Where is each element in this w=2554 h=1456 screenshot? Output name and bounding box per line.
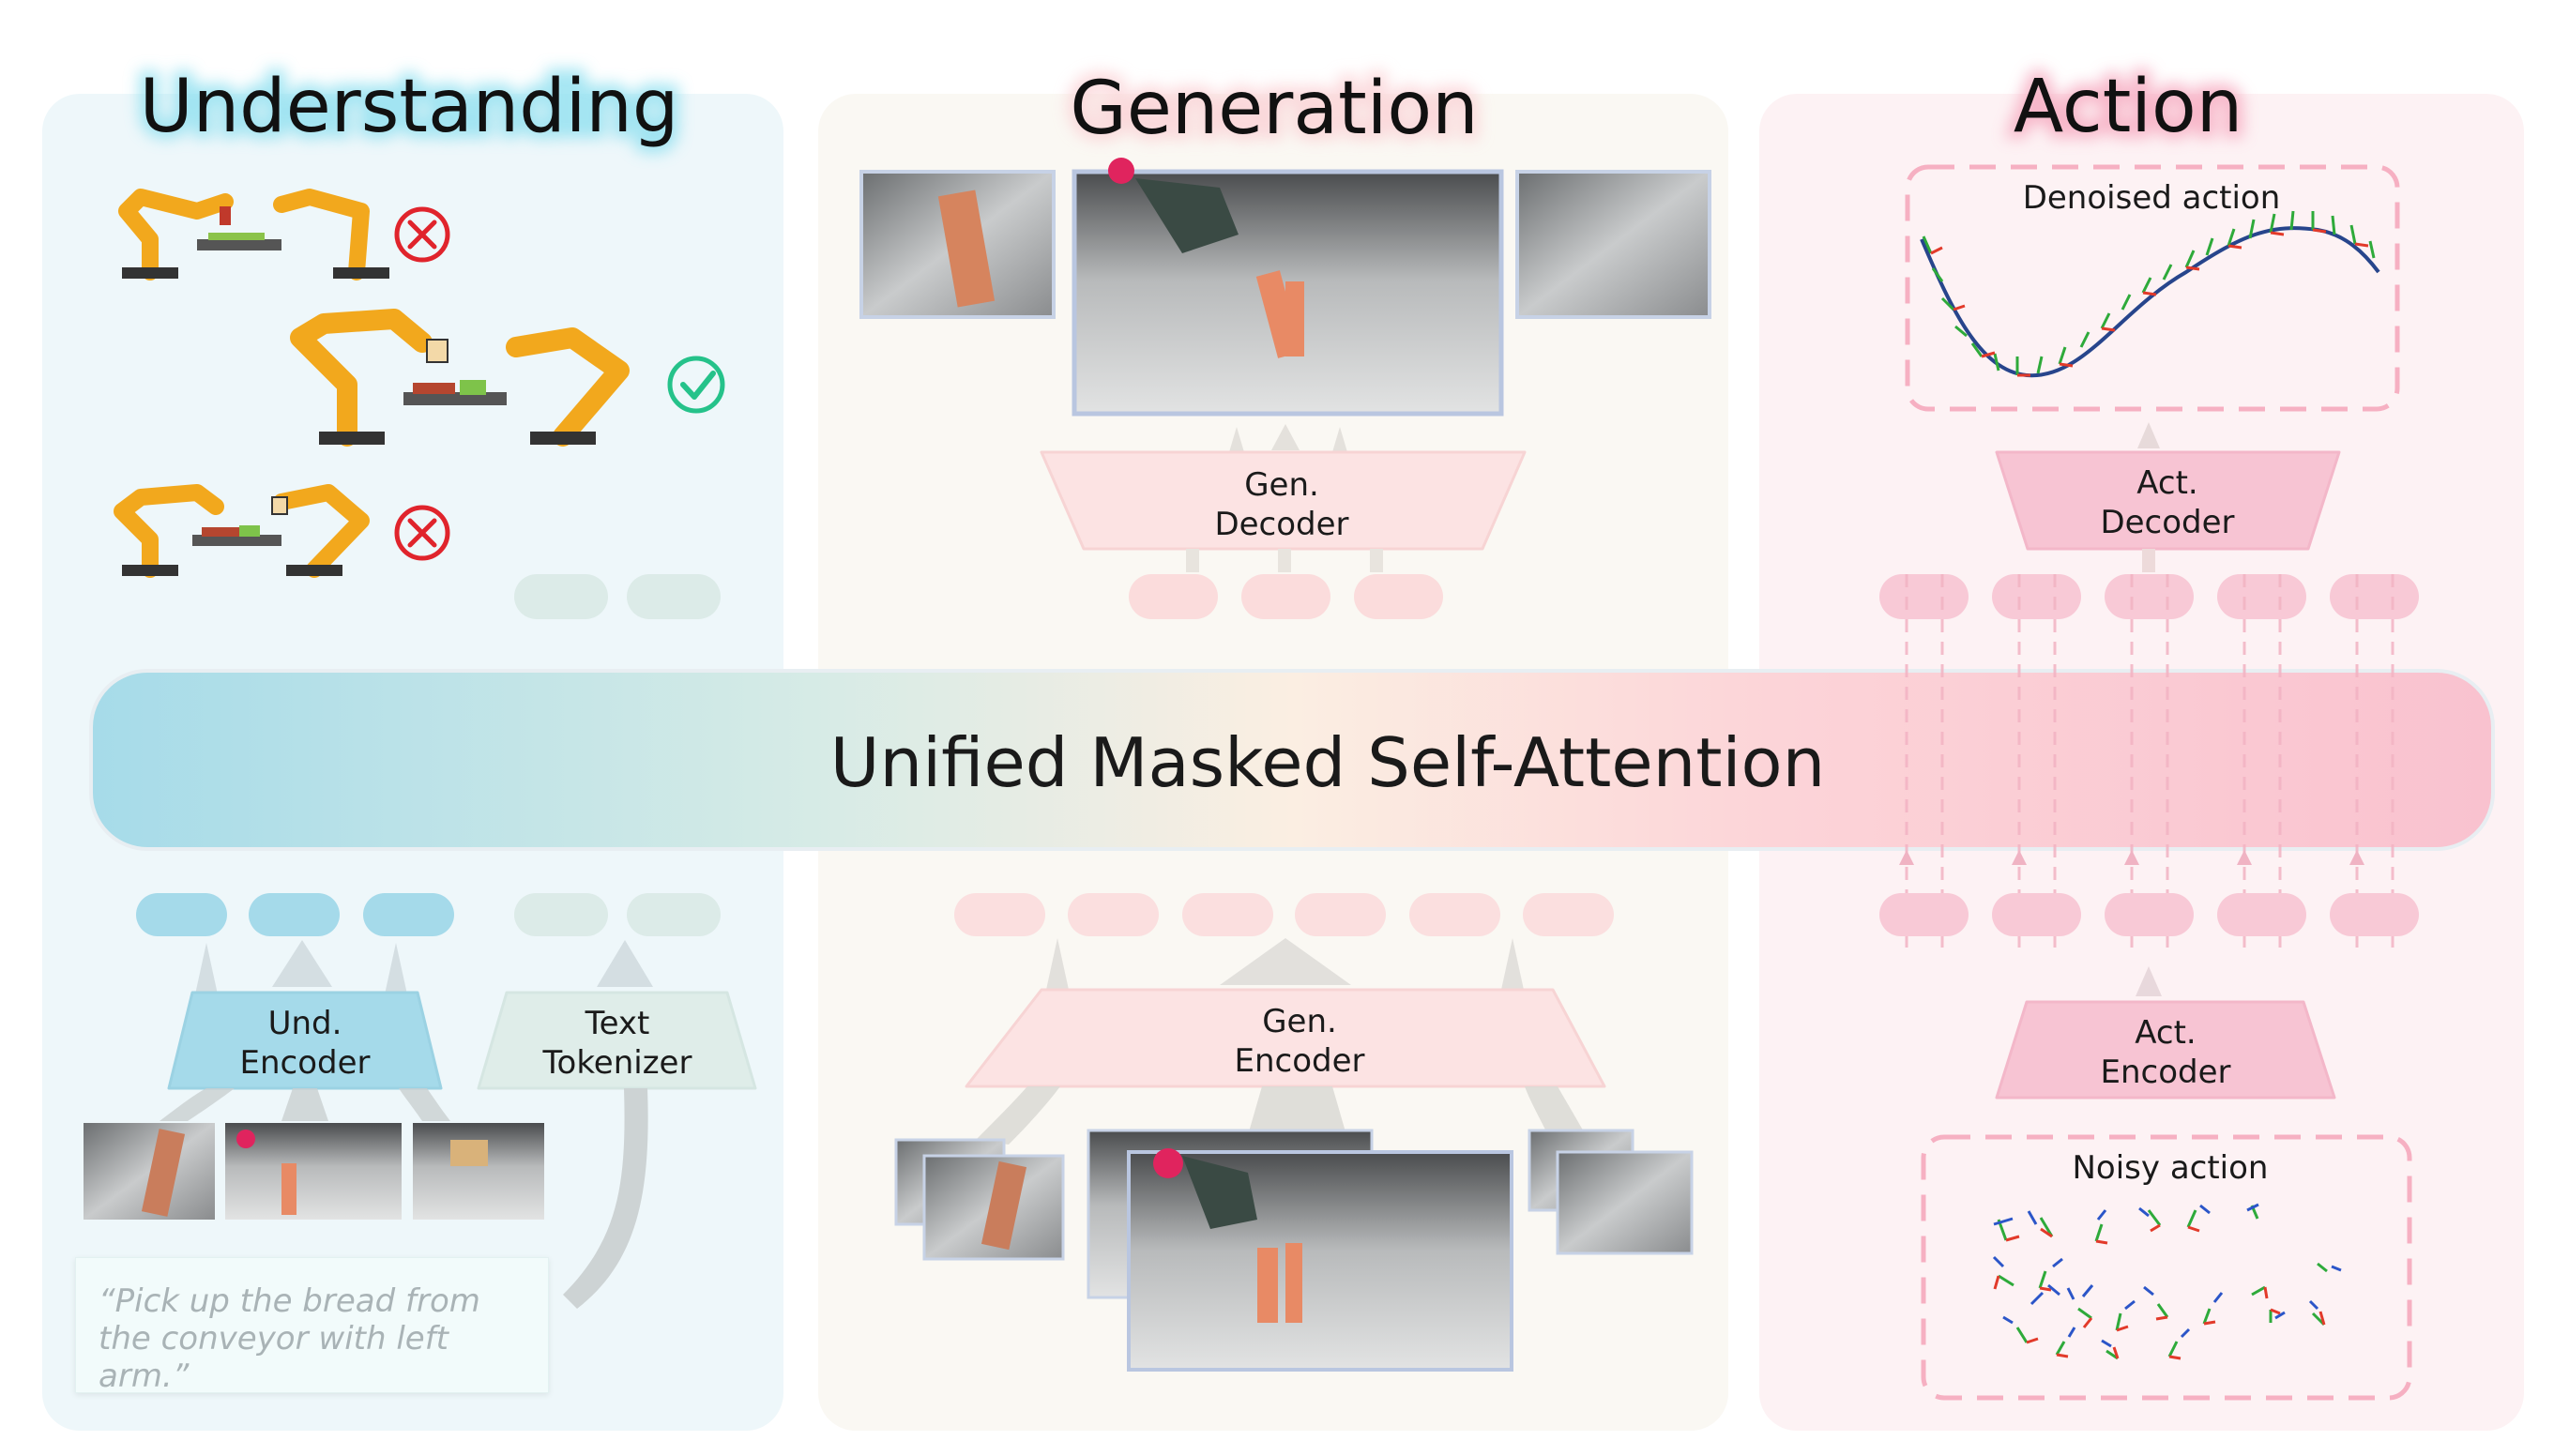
instruction-prompt: “Pick up the bread from the conveyor wit… <box>75 1257 549 1395</box>
svg-text:Decoder: Decoder <box>2100 504 2234 541</box>
und-input-token <box>363 893 454 936</box>
text-input-token <box>627 893 721 936</box>
gen-output-token <box>1241 574 1330 619</box>
act-output-token <box>1879 574 1969 619</box>
gen-decoder: Gen. Decoder <box>1040 450 1527 551</box>
check-icon <box>667 356 725 414</box>
svg-text:Tokenizer: Tokenizer <box>542 1044 692 1082</box>
text-tokenizer: Text Tokenizer <box>477 991 757 1090</box>
svg-text:Encoder: Encoder <box>239 1044 370 1082</box>
svg-text:Action: Action <box>2014 65 2242 149</box>
und-input-flows <box>160 1088 450 1121</box>
gen-input-image-left <box>894 1138 1065 1261</box>
gen-input-image-right <box>1528 1129 1694 1255</box>
svg-text:Generation: Generation <box>1070 67 1478 151</box>
und-input-token <box>249 893 340 936</box>
act-output-token <box>2105 574 2194 619</box>
text-flow <box>563 1088 648 1309</box>
svg-text:Unified Masked Self-Attention: Unified Masked Self-Attention <box>830 723 1825 802</box>
svg-text:Und.: Und. <box>268 1005 342 1042</box>
act-decoder: Act. Decoder <box>1995 450 2341 551</box>
gen-decoder-arrows <box>1229 424 1347 452</box>
wrong-icon-2 <box>394 505 450 561</box>
und-input-image <box>84 1123 215 1220</box>
svg-text:Gen.: Gen. <box>1244 466 1319 504</box>
und-encoder: Und. Encoder <box>167 991 443 1090</box>
act-encoder-arrow <box>2136 966 2162 996</box>
act-input-token <box>1879 893 1969 936</box>
act-decoder-stem <box>2142 549 2155 572</box>
svg-text:Act.: Act. <box>2135 1014 2197 1052</box>
svg-text:Generation: Generation <box>1070 67 1478 151</box>
svg-text:Denoised action: Denoised action <box>2023 179 2281 217</box>
gen-input-token <box>1523 893 1614 936</box>
gen-output-token <box>1129 574 1218 619</box>
gen-input-token <box>1068 893 1159 936</box>
gen-output-token <box>1354 574 1443 619</box>
und-encoder-arrows <box>195 940 653 994</box>
act-input-token <box>2217 893 2306 936</box>
gen-input-token <box>1182 893 1273 936</box>
gen-encoder: Gen. Encoder <box>965 988 1606 1088</box>
gen-input-token <box>954 893 1045 936</box>
action-token-arrows <box>1899 850 2364 865</box>
und-output-token <box>514 574 608 619</box>
act-output-token <box>2217 574 2306 619</box>
und-input-tokens <box>136 893 454 936</box>
act-decoder-arrow <box>2137 422 2160 448</box>
und-input-token <box>136 893 227 936</box>
act-encoder: Act. Encoder <box>1995 1000 2336 1100</box>
act-output-token <box>2330 574 2419 619</box>
robot-scene-2 <box>290 309 630 447</box>
svg-text:Noisy action: Noisy action <box>2073 1149 2269 1187</box>
svg-text:Understanding: Understanding <box>140 65 679 149</box>
svg-text:Text: Text <box>585 1005 650 1042</box>
act-input-token <box>2105 893 2194 936</box>
understanding-title: Understanding Understanding <box>133 58 686 156</box>
gen-input-tokens <box>954 893 1614 936</box>
svg-text:Encoder: Encoder <box>1234 1042 1364 1080</box>
gen-output-image-right <box>1515 170 1711 319</box>
svg-text:Encoder: Encoder <box>2100 1054 2230 1091</box>
robot-scene-1 <box>118 189 389 281</box>
und-output-token <box>627 574 721 619</box>
denoised-action-box: Denoised action <box>1905 164 2400 412</box>
act-input-token <box>1992 893 2081 936</box>
und-input-image <box>413 1123 544 1220</box>
gen-output-image-left <box>859 170 1056 319</box>
text-input-token <box>514 893 608 936</box>
action-token-links <box>1905 574 2394 948</box>
noisy-action-marks <box>1992 1203 2342 1360</box>
svg-text:Action: Action <box>2014 65 2242 149</box>
act-output-tokens <box>1879 574 2419 619</box>
noisy-action-box: Noisy action <box>1921 1134 2412 1401</box>
und-input-image <box>225 1123 402 1220</box>
act-output-token <box>1992 574 2081 619</box>
svg-text:Act.: Act. <box>2136 464 2198 502</box>
svg-text:Gen.: Gen. <box>1262 1003 1337 1040</box>
robot-scene-3 <box>114 484 370 578</box>
act-input-token <box>2330 893 2419 936</box>
gen-input-image-center <box>1087 1129 1513 1372</box>
svg-text:Understanding: Understanding <box>140 65 679 149</box>
action-title: Action Action <box>2007 58 2249 156</box>
act-input-tokens <box>1879 893 2419 936</box>
gen-input-token <box>1409 893 1500 936</box>
generation-title: Generation Generation <box>1063 60 1484 158</box>
gen-input-token <box>1295 893 1386 936</box>
gen-output-image-center <box>1072 158 1504 417</box>
gen-input-flows <box>976 1086 1586 1145</box>
svg-text:Decoder: Decoder <box>1214 506 1348 543</box>
unified-attention-bar: Unified Masked Self-Attention <box>89 669 2495 851</box>
gen-encoder-arrows <box>1046 938 1524 990</box>
wrong-icon-1 <box>394 206 450 263</box>
gen-decoder-stems <box>1186 549 1383 572</box>
